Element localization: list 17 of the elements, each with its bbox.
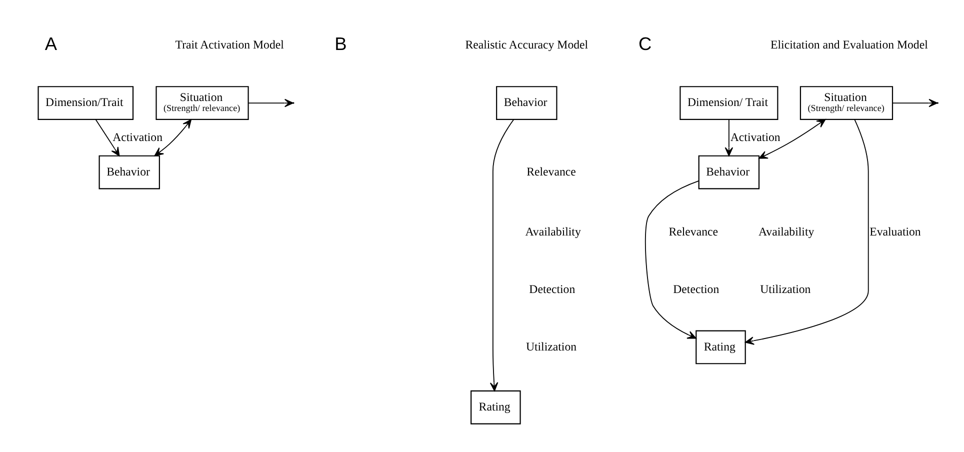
label: Detection — [673, 281, 720, 296]
label: Relevance — [668, 224, 718, 238]
label: Relevance — [526, 164, 576, 178]
label: Trait Activation Model — [175, 37, 284, 52]
edge-label: Activation — [112, 129, 163, 144]
edge-label: Activation — [730, 129, 780, 144]
label: Realistic Accuracy Model — [465, 37, 588, 52]
label: A — [44, 34, 58, 54]
label: Utilization — [526, 338, 577, 353]
label: Elicitation and Evaluation Model — [770, 37, 928, 52]
label: Detection — [529, 281, 576, 296]
label: Utilization — [760, 281, 811, 296]
label: Availability — [758, 224, 814, 238]
label: B — [334, 34, 347, 54]
label: Availability — [525, 224, 581, 238]
edge-label: Evaluation — [870, 224, 921, 238]
label: C — [638, 34, 652, 54]
